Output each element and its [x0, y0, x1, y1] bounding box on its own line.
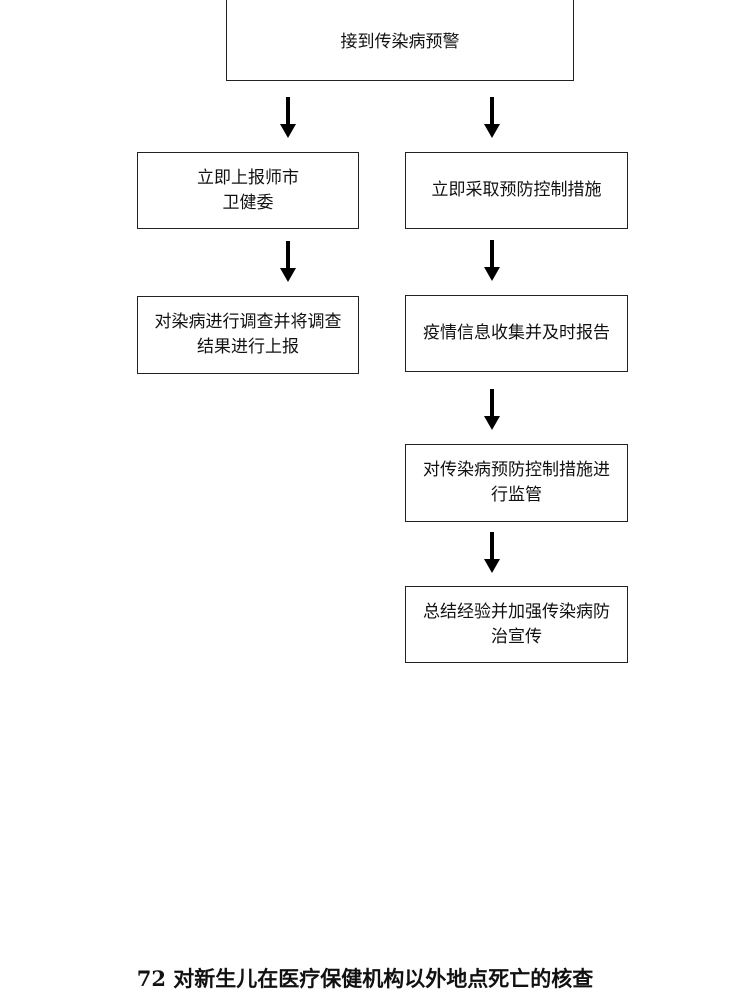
node-label: 对染病进行调查并将调查 结果进行上报: [154, 312, 342, 357]
start-node-epidemic-warning: 接到传染病预警: [226, 0, 574, 81]
node-label: 总结经验并加强传染病防 治宣传: [423, 601, 610, 647]
node-label: 立即采取预防控制措施: [431, 180, 602, 200]
node-collect-and-report-info: 疫情信息收集并及时报告: [405, 295, 628, 372]
node-label: 立即上报师市 卫健委: [197, 167, 299, 213]
node-report-health-commission: 立即上报师市 卫健委: [137, 152, 359, 229]
node-label: 对传染病预防控制措施进 行监管: [423, 460, 610, 505]
section-heading: 72 对新生儿在医疗保健机构以外地点死亡的核查: [136, 966, 594, 991]
arrow-down-icon: [484, 532, 500, 573]
node-label: 疫情信息收集并及时报告: [423, 323, 610, 343]
node-take-control-measures: 立即采取预防控制措施: [405, 152, 628, 229]
node-summarize-and-publicize: 总结经验并加强传染病防 治宣传: [405, 586, 628, 663]
arrow-down-icon: [280, 241, 296, 282]
arrow-down-icon: [484, 97, 500, 138]
arrow-down-icon: [280, 97, 296, 138]
node-supervise-control-measures: 对传染病预防控制措施进 行监管: [405, 444, 628, 522]
arrow-down-icon: [484, 240, 500, 281]
arrow-down-icon: [484, 389, 500, 430]
start-node-label: 接到传染病预警: [340, 32, 460, 52]
node-investigate-and-report: 对染病进行调查并将调查 结果进行上报: [137, 296, 359, 374]
